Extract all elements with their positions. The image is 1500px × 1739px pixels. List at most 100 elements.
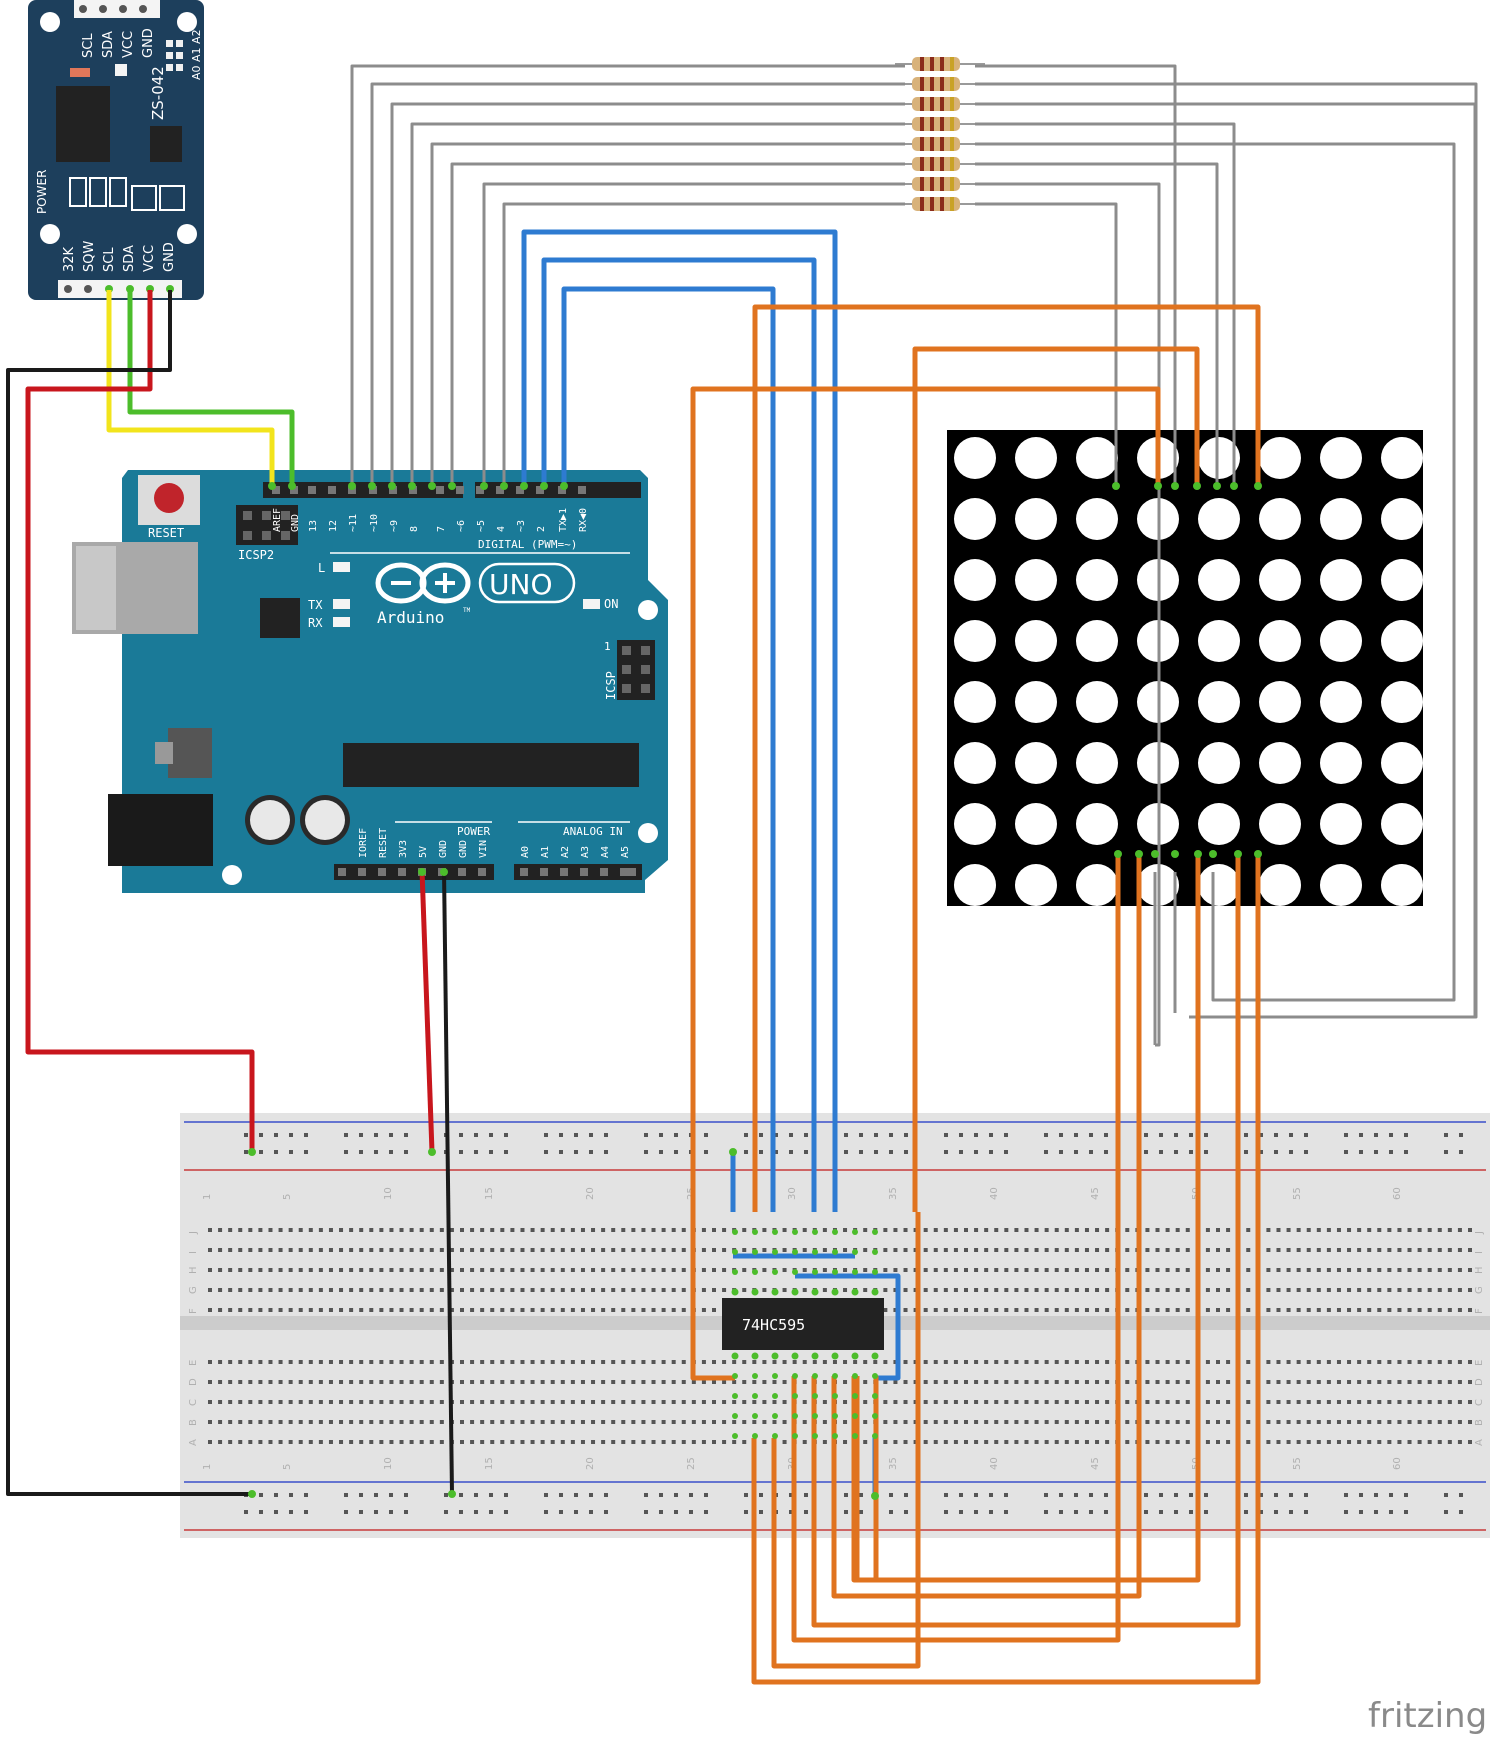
rtc-bottom-pin-label: SQW — [82, 241, 97, 272]
bb-hole — [208, 1308, 212, 1312]
bb-rail-hole — [344, 1133, 348, 1137]
bb-hole — [1397, 1228, 1402, 1232]
bb-rail-hole — [474, 1133, 478, 1137]
bb-rail-hole — [1404, 1150, 1408, 1154]
bb-hole — [580, 1288, 585, 1292]
bb-hole — [681, 1400, 686, 1404]
bb-hole — [399, 1420, 404, 1424]
chip-pin — [771, 1352, 779, 1360]
bb-hole — [1014, 1268, 1019, 1272]
bb-rail-hole — [259, 1510, 263, 1514]
bb-hole — [943, 1440, 948, 1444]
bb-hole — [379, 1288, 384, 1292]
breadboard-labels: 1155101015152020252530303535404045455050… — [188, 1187, 1485, 1470]
bb-hole — [661, 1248, 666, 1252]
bb-hole — [298, 1440, 303, 1444]
bb-hole — [359, 1308, 364, 1312]
bb-hole — [1306, 1308, 1311, 1312]
bb-rail-hole — [1104, 1510, 1108, 1514]
bb-hole — [1427, 1248, 1432, 1252]
bb-hole — [974, 1248, 979, 1252]
bb-hole — [601, 1228, 606, 1232]
bb-rail-hole — [1374, 1150, 1378, 1154]
power-pin-hole — [458, 868, 466, 876]
bb-hole — [953, 1308, 958, 1312]
bb-hole — [339, 1288, 344, 1292]
power-pin-hole — [398, 868, 406, 876]
bb-rail-hole — [1404, 1133, 1408, 1137]
bb-rail-hole — [374, 1150, 378, 1154]
bb-hole — [208, 1288, 212, 1292]
bb-hole — [1357, 1420, 1362, 1424]
bb-hole — [722, 1440, 727, 1444]
bb-hole — [691, 1440, 696, 1444]
usb-connector-inner — [76, 546, 116, 630]
rtc-mount-hole — [40, 224, 60, 244]
bb-hole — [1417, 1248, 1422, 1252]
bb-hole — [580, 1400, 585, 1404]
bb-rail-hole — [389, 1493, 393, 1497]
bb-rail-hole — [874, 1133, 878, 1137]
bb-hole — [893, 1308, 898, 1312]
bb-hole — [984, 1440, 989, 1444]
bb-hole — [1316, 1288, 1321, 1292]
bb-hole — [500, 1420, 505, 1424]
bb-rail-hole — [1159, 1133, 1163, 1137]
bb-hole — [550, 1308, 555, 1312]
bb-hole — [732, 1440, 737, 1444]
bb-hole — [1447, 1268, 1452, 1272]
bb-hole — [601, 1268, 606, 1272]
matrix-led — [1076, 681, 1118, 723]
bb-hole — [580, 1360, 585, 1364]
bb-hole — [1407, 1308, 1412, 1312]
bb-active-hole — [872, 1393, 878, 1399]
bb-hole — [1165, 1268, 1170, 1272]
bb-rail-hole — [1459, 1493, 1463, 1497]
chip-pin — [731, 1288, 739, 1296]
connection-dot — [560, 482, 568, 490]
bb-hole — [661, 1420, 666, 1424]
bb-hole — [923, 1440, 928, 1444]
bb-hole — [328, 1400, 333, 1404]
bb-hole — [308, 1380, 313, 1384]
bb-hole — [1326, 1268, 1331, 1272]
bb-hole — [701, 1440, 706, 1444]
bb-hole — [1326, 1228, 1331, 1232]
bb-hole — [1205, 1440, 1210, 1444]
bb-hole — [822, 1360, 827, 1364]
bb-rail-hole — [644, 1133, 648, 1137]
bb-hole — [1145, 1228, 1150, 1232]
bb-hole — [1457, 1228, 1462, 1232]
bb-hole — [1407, 1268, 1412, 1272]
bb-hole — [1155, 1400, 1160, 1404]
reset-button[interactable] — [154, 483, 184, 513]
digital-pin-label: ~11 — [348, 514, 359, 532]
bb-hole — [298, 1228, 303, 1232]
bb-hole — [1145, 1288, 1150, 1292]
bb-hole — [903, 1420, 908, 1424]
bb-hole — [1417, 1288, 1422, 1292]
bb-hole — [218, 1268, 223, 1272]
bb-hole — [1064, 1288, 1069, 1292]
bb-hole — [1064, 1228, 1069, 1232]
rtc-eeprom-chip — [150, 126, 182, 162]
bb-hole — [1417, 1420, 1422, 1424]
bb-hole — [550, 1420, 555, 1424]
bb-hole — [1266, 1228, 1271, 1232]
chip-pin — [751, 1288, 759, 1296]
bb-hole — [470, 1308, 475, 1312]
bb-hole — [984, 1420, 989, 1424]
bb-hole — [953, 1268, 958, 1272]
bb-hole — [359, 1268, 364, 1272]
bb-hole — [1246, 1440, 1251, 1444]
bb-hole — [460, 1248, 464, 1252]
bb-hole — [802, 1228, 807, 1232]
bb-hole — [843, 1248, 848, 1252]
bb-hole — [1457, 1248, 1462, 1252]
bb-hole — [1336, 1440, 1341, 1444]
bb-hole — [953, 1380, 958, 1384]
bb-rail-hole — [1144, 1150, 1148, 1154]
bb-hole — [339, 1420, 344, 1424]
bb-hole — [1095, 1380, 1100, 1384]
bb-hole — [1347, 1440, 1352, 1444]
